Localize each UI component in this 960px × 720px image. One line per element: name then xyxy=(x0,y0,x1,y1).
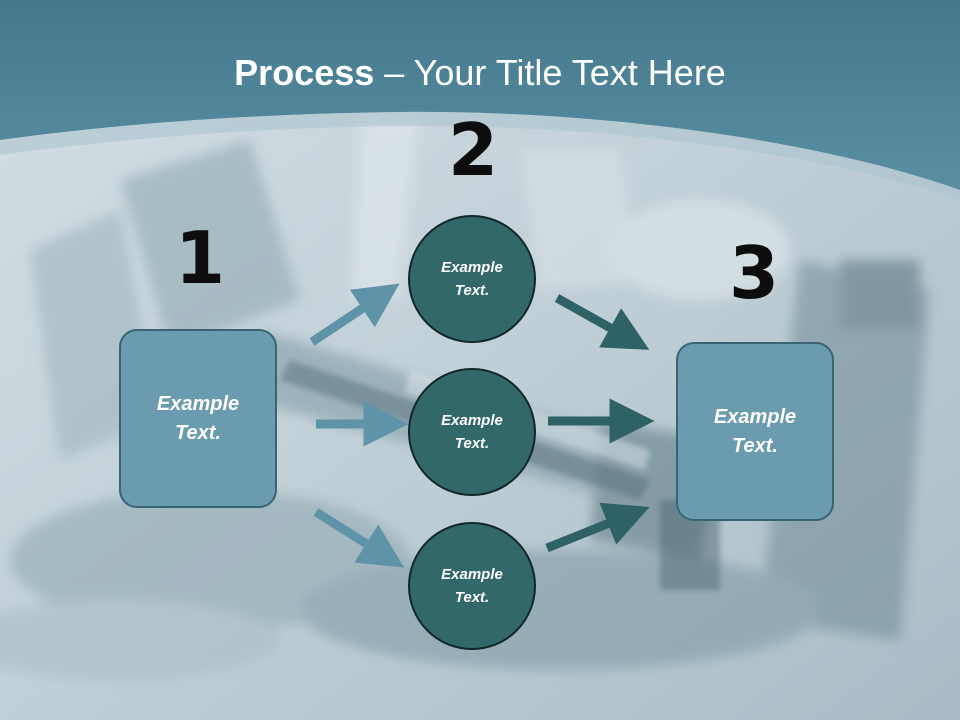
step-1-text: Example Text. xyxy=(156,392,240,444)
circle-1-text: Example Text. xyxy=(441,259,503,299)
step-number-1: 1 xyxy=(174,216,226,300)
step-1-box: Example Text. xyxy=(119,329,277,508)
step-number-2: 2 xyxy=(447,108,499,192)
circle-2-text: Example Text. xyxy=(441,412,503,452)
step-number-3: 3 xyxy=(728,231,780,315)
step-2-circle-3: Example Text. xyxy=(408,522,536,650)
arrow-from-circle-3 xyxy=(545,502,650,553)
title-bold: Process xyxy=(234,52,375,93)
arrow-from-circle-1 xyxy=(554,294,650,350)
circle-3-text: Example Text. xyxy=(441,566,503,606)
page-title: Process – Your Title Text Here xyxy=(0,52,960,94)
step-3-text: Example Text. xyxy=(713,405,797,457)
step-3-box: Example Text. xyxy=(676,342,834,521)
arrow-to-circle-1 xyxy=(309,283,400,346)
arrow-to-circle-3 xyxy=(313,508,405,568)
title-rest: – Your Title Text Here xyxy=(374,52,726,93)
step-2-circle-1: Example Text. xyxy=(408,215,536,343)
step-2-circle-2: Example Text. xyxy=(408,368,536,496)
